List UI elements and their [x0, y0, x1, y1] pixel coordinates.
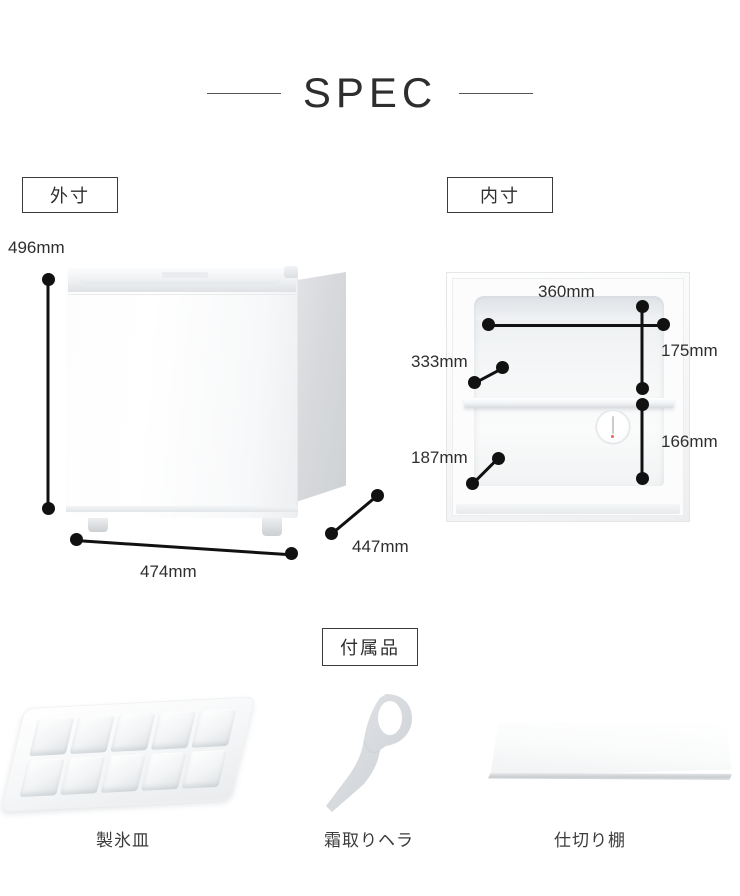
title-rule-right: [459, 92, 534, 94]
dimension-dot-upper-height-bottom: [635, 381, 649, 395]
ice-tray-icon: [0, 686, 256, 816]
interior-base-front: [456, 504, 680, 514]
refrigerator-interior-image: [446, 272, 690, 522]
partition-shelf-icon: [478, 686, 740, 816]
interior-shelf: [464, 398, 674, 408]
page-title-text: SPEC: [302, 69, 438, 116]
fridge-side-panel: [290, 272, 346, 504]
page-title: SPEC: [0, 72, 740, 114]
section-label-exterior-text: 外寸: [50, 186, 90, 206]
dimension-line-upper-height: [640, 307, 644, 390]
fridge-door-front: [66, 268, 298, 518]
dimension-label-upper-depth: 333mm: [411, 352, 468, 371]
interior-cavity-ceiling: [476, 298, 662, 320]
dimension-dot-inner-width-left: [481, 317, 495, 331]
dimension-label-lower-depth: 187mm: [411, 448, 468, 467]
dimension-dot-lower-height-top: [635, 397, 649, 411]
temperature-dial-icon[interactable]: [596, 410, 630, 444]
accessory-item-ice-tray: 製氷皿: [0, 686, 256, 850]
accessory-item-defrost-scraper: 霜取りヘラ: [246, 686, 492, 850]
dimension-label-lower-height: 166mm: [661, 432, 718, 451]
refrigerator-exterior-image: [66, 258, 346, 536]
accessory-label-defrost-scraper: 霜取りヘラ: [324, 831, 414, 850]
fridge-base-shadow: [66, 506, 298, 512]
title-rule-left: [206, 92, 281, 94]
accessory-label-partition-shelf: 仕切り棚: [554, 831, 626, 850]
section-label-interior: 内寸: [447, 177, 553, 213]
dimension-dot-height-top: [41, 272, 55, 286]
dimension-dot-lower-depth-far: [491, 451, 505, 465]
accessory-item-partition-shelf: 仕切り棚: [478, 686, 740, 850]
section-label-interior-text: 内寸: [480, 186, 520, 206]
dimension-dot-upper-height-top: [635, 299, 649, 313]
section-label-accessories-text: 付属品: [340, 638, 400, 658]
dimension-label-width: 474mm: [140, 562, 197, 581]
fridge-foot-right: [262, 518, 282, 536]
dimension-line-lower-height: [640, 405, 644, 480]
dimension-dot-width-left: [69, 532, 83, 546]
fridge-foot-left: [88, 518, 108, 532]
dimension-dot-lower-height-bottom: [635, 471, 649, 485]
fridge-hinge: [284, 266, 298, 278]
fridge-door-seam: [68, 294, 296, 295]
dimension-dot-height-bottom: [41, 501, 55, 515]
dimension-dot-depth-near: [324, 526, 338, 540]
accessory-label-ice-tray: 製氷皿: [96, 831, 150, 850]
dimension-label-upper-height: 175mm: [661, 341, 718, 360]
dimension-dot-inner-width-right: [656, 317, 670, 331]
dimension-dot-upper-depth-near: [467, 375, 481, 389]
interior-cavity: [474, 296, 664, 486]
dimension-line-height: [46, 279, 50, 510]
dimension-dot-depth-far: [370, 488, 384, 502]
dimension-label-inner-width: 360mm: [538, 282, 595, 301]
dimension-label-depth: 447mm: [352, 537, 409, 556]
fridge-brand-mark: [162, 272, 208, 278]
dimension-dot-lower-depth-near: [465, 476, 479, 490]
section-label-exterior: 外寸: [22, 177, 118, 213]
section-label-accessories: 付属品: [322, 628, 418, 666]
defrost-scraper-icon: [246, 686, 492, 816]
dimension-line-inner-width: [488, 324, 663, 327]
dimension-dot-width-right: [284, 546, 298, 560]
dimension-dot-upper-depth-far: [495, 360, 509, 374]
dimension-label-height: 496mm: [8, 238, 65, 257]
dimension-line-width: [75, 539, 291, 557]
